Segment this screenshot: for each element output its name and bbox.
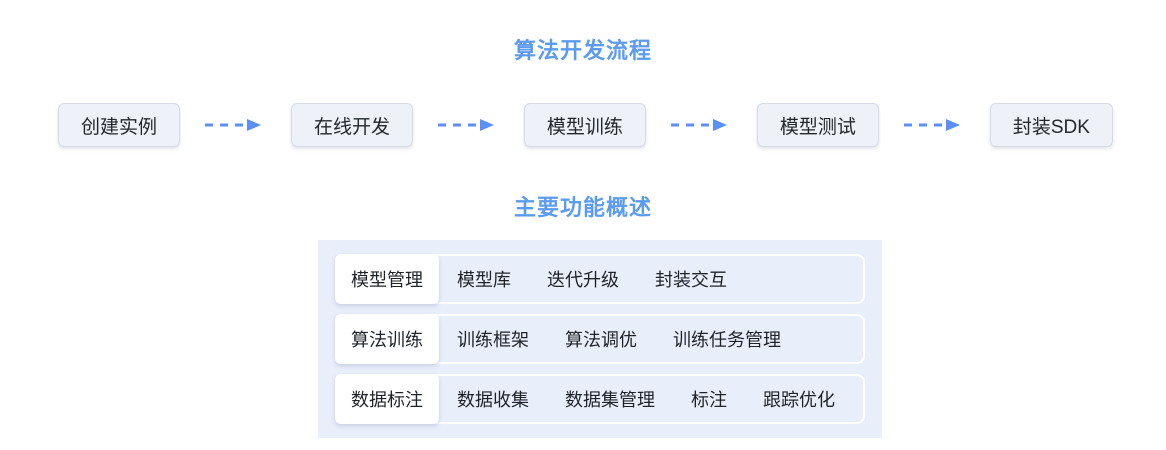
flow-step-label: 在线开发 xyxy=(313,116,390,138)
feature-category-label[interactable]: 算法训练 xyxy=(335,314,439,364)
dashed-arrow-right-icon xyxy=(904,119,961,131)
flow-section-title: 算法开发流程 xyxy=(513,38,652,63)
flow-step-create-instance[interactable]: 创建实例 xyxy=(58,103,181,147)
feature-category-label[interactable]: 模型管理 xyxy=(335,254,439,304)
feature-item[interactable]: 封装交互 xyxy=(655,270,727,290)
flow-step-label: 模型测试 xyxy=(779,116,856,138)
feature-item[interactable]: 数据集管理 xyxy=(565,390,655,410)
feature-category-label[interactable]: 数据标注 xyxy=(335,374,439,424)
flow-step-package-sdk[interactable]: 封装SDK xyxy=(989,103,1113,147)
feature-item[interactable]: 数据收集 xyxy=(457,390,529,410)
feature-item[interactable]: 训练任务管理 xyxy=(673,330,781,350)
flow-step-online-development[interactable]: 在线开发 xyxy=(290,103,413,147)
feature-item-list: 模型库 迭代升级 封装交互 xyxy=(439,266,727,292)
flow-step-label: 创建实例 xyxy=(81,116,158,138)
feature-item[interactable]: 训练框架 xyxy=(457,330,529,350)
feature-row-algorithm-training[interactable]: 算法训练 训练框架 算法调优 训练任务管理 xyxy=(335,314,865,364)
feature-item[interactable]: 跟踪优化 xyxy=(763,390,835,410)
feature-item[interactable]: 模型库 xyxy=(457,270,511,290)
feature-item[interactable]: 标注 xyxy=(691,390,727,410)
feature-item-list: 数据收集 数据集管理 标注 跟踪优化 xyxy=(439,386,835,412)
feature-item[interactable]: 算法调优 xyxy=(565,330,637,350)
feature-row-model-management[interactable]: 模型管理 模型库 迭代升级 封装交互 xyxy=(335,254,865,304)
dashed-arrow-right-icon xyxy=(205,119,262,131)
flow-diagram: 创建实例 在线开发 模型训练 模型测试 封装SDK xyxy=(58,102,1113,148)
feature-item[interactable]: 迭代升级 xyxy=(547,270,619,290)
flow-step-label: 封装SDK xyxy=(1012,116,1090,138)
feature-row-data-annotation[interactable]: 数据标注 数据收集 数据集管理 标注 跟踪优化 xyxy=(335,374,865,424)
features-section-title: 主要功能概述 xyxy=(513,195,652,220)
features-panel: 模型管理 模型库 迭代升级 封装交互 算法训练 训练框架 算法调优 训练任务管理… xyxy=(318,240,882,438)
flow-step-model-testing[interactable]: 模型测试 xyxy=(756,103,879,147)
feature-item-list: 训练框架 算法调优 训练任务管理 xyxy=(439,326,781,352)
dashed-arrow-right-icon xyxy=(671,119,728,131)
flow-step-label: 模型训练 xyxy=(546,116,623,138)
flow-step-model-training[interactable]: 模型训练 xyxy=(523,103,646,147)
dashed-arrow-right-icon xyxy=(438,119,495,131)
